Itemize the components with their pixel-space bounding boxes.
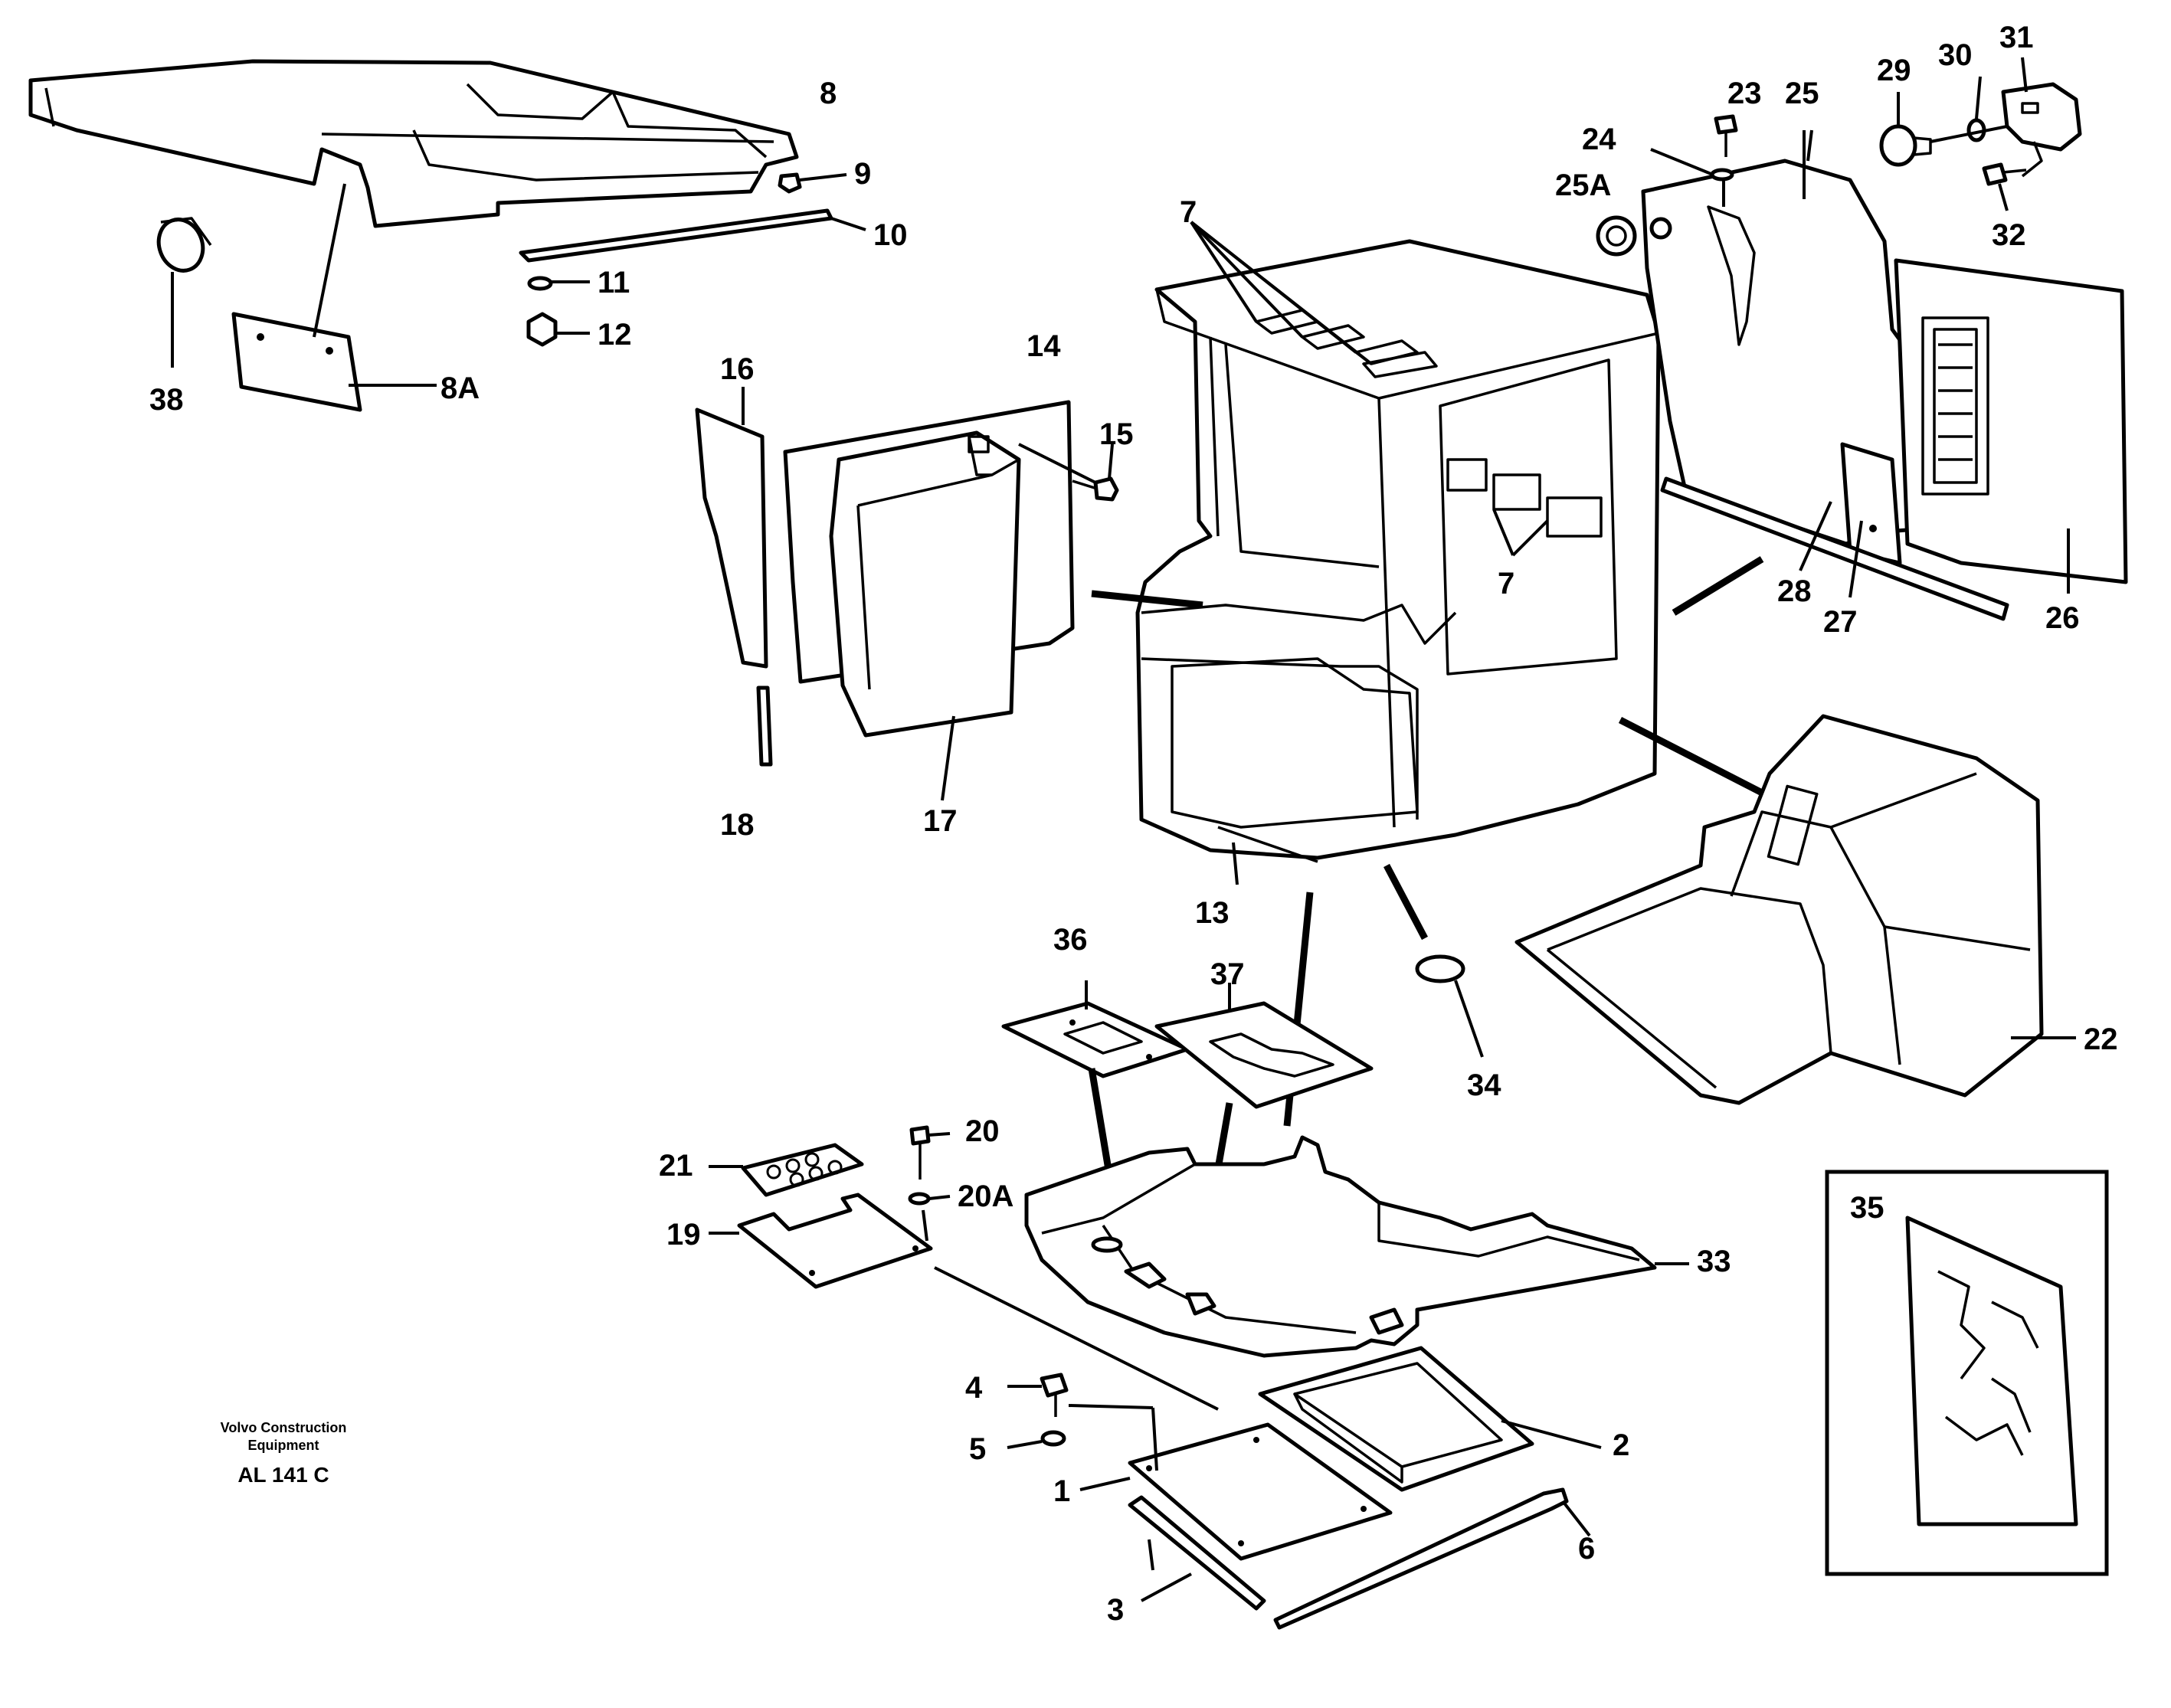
part-20-screw — [909, 1125, 931, 1180]
part-5-washer — [1040, 1430, 1066, 1447]
part-31-lamp-housing — [2001, 82, 2082, 178]
callout-labels: 8 9 10 11 12 8A 38 16 14 15 18 17 7 7 13… — [149, 21, 2118, 1627]
part-1-floor-plate — [1128, 1422, 1393, 1561]
inset-35-box — [1825, 1170, 2109, 1576]
part-37-plate — [1154, 1001, 1374, 1109]
part-25a-grommet — [1596, 215, 1672, 257]
drawing-code: AL 141 C — [237, 1463, 329, 1487]
label-3: 3 — [1107, 1593, 1124, 1627]
publisher-block: Volvo Construction Equipment AL 141 C — [221, 1420, 347, 1487]
label-13: 13 — [1195, 896, 1230, 930]
part-20a-washer — [908, 1192, 931, 1206]
part-8a-plate — [231, 312, 362, 412]
label-4: 4 — [965, 1371, 983, 1405]
label-31: 31 — [1999, 21, 2034, 54]
label-18: 18 — [720, 808, 755, 842]
part-9-fastener — [778, 172, 802, 194]
label-5: 5 — [969, 1432, 986, 1466]
part-22-seat-box — [1514, 714, 2044, 1105]
part-11-washer — [527, 276, 553, 291]
label-2: 2 — [1613, 1428, 1629, 1462]
label-27: 27 — [1823, 605, 1858, 639]
label-33: 33 — [1697, 1245, 1731, 1278]
label-6: 6 — [1578, 1532, 1595, 1566]
part-2-hatch — [1258, 1346, 1534, 1492]
part-3-strip — [1128, 1495, 1266, 1611]
part-21-switch-panel — [741, 1143, 864, 1197]
label-30: 30 — [1938, 38, 1973, 72]
label-25: 25 — [1785, 77, 1819, 110]
label-38: 38 — [149, 383, 184, 417]
label-9: 9 — [854, 157, 871, 191]
window-labels-7 — [1446, 458, 1603, 538]
part-29-lens — [1879, 124, 1932, 167]
part-19-plate — [737, 1193, 933, 1289]
part-8-roof-panel — [28, 59, 799, 228]
label-22: 22 — [2084, 1023, 2118, 1056]
part-27-rail — [1660, 476, 2009, 621]
label-37: 37 — [1210, 957, 1245, 991]
label-20a: 20A — [958, 1180, 1013, 1213]
label-19: 19 — [666, 1218, 701, 1252]
part-18-strip — [756, 685, 773, 767]
label-32: 32 — [1992, 218, 2026, 252]
part-32-bolt — [1982, 162, 2027, 186]
part-6-rod — [1273, 1487, 1569, 1630]
label-17: 17 — [923, 804, 958, 838]
part-16-panel — [695, 407, 768, 669]
label-16: 16 — [720, 352, 755, 386]
label-20: 20 — [965, 1114, 1000, 1148]
part-33-floor — [1024, 1135, 1657, 1358]
label-34: 34 — [1467, 1068, 1501, 1102]
label-1: 1 — [1053, 1474, 1070, 1508]
label-21: 21 — [659, 1149, 693, 1183]
label-7-window: 7 — [1498, 567, 1514, 600]
publisher-line2: Equipment — [248, 1438, 319, 1453]
label-28: 28 — [1777, 574, 1812, 608]
label-26: 26 — [2045, 601, 2080, 635]
part-26-side-panel — [1894, 258, 2128, 584]
part-17-duct — [829, 430, 1021, 738]
part-34-plug — [1415, 954, 1465, 983]
label-10: 10 — [873, 218, 908, 252]
label-29: 29 — [1877, 54, 1911, 87]
part-10-strip — [519, 208, 833, 263]
part-38-cap — [156, 217, 212, 273]
label-8a: 8A — [440, 371, 480, 405]
label-23: 23 — [1727, 77, 1762, 110]
part-12-nut — [526, 312, 558, 347]
label-8: 8 — [820, 77, 837, 110]
part-36-plate — [1001, 1001, 1190, 1078]
label-14: 14 — [1027, 329, 1061, 363]
label-11: 11 — [598, 266, 630, 299]
publisher-line1: Volvo Construction — [221, 1420, 347, 1435]
label-35: 35 — [1850, 1191, 1884, 1225]
label-36: 36 — [1053, 923, 1088, 957]
part-4-bolt — [1040, 1373, 1069, 1417]
label-24: 24 — [1582, 123, 1616, 156]
label-15: 15 — [1099, 417, 1134, 451]
label-25a: 25A — [1555, 169, 1611, 202]
part-15-bolt — [1072, 476, 1119, 502]
part-24-washer — [1710, 168, 1734, 182]
label-7-roof: 7 — [1180, 195, 1197, 229]
label-12: 12 — [598, 318, 632, 352]
part-28-cover — [1840, 442, 1902, 565]
part-23-bolt — [1714, 114, 1738, 157]
cab-body — [1135, 239, 1661, 863]
